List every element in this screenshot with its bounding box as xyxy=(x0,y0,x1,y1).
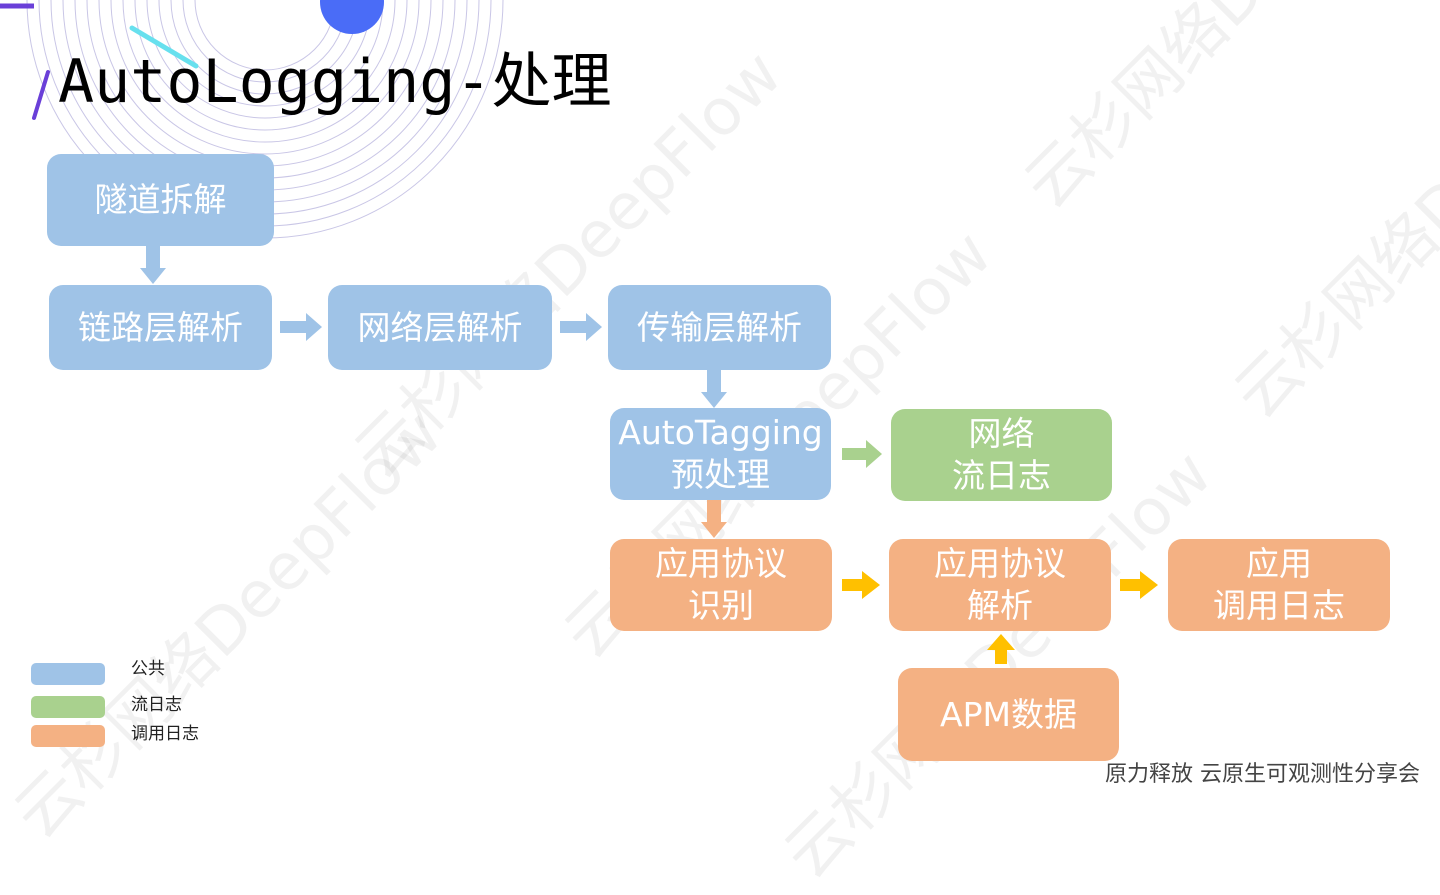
arrow-network-to-transport xyxy=(560,313,602,341)
slide-title: AutoLogging-处理 xyxy=(58,47,612,117)
footer-text: 原力释放 云原生可观测性分享会 xyxy=(1105,762,1420,787)
box-app-protocol-identify: 应用协议 识别 xyxy=(610,539,832,631)
legend-swatch-flow-log xyxy=(31,696,105,718)
legend-label-common: 公共 xyxy=(131,659,165,679)
arrow-proto-detect-to-parse xyxy=(842,571,880,599)
purple-stroke xyxy=(32,70,50,120)
arrow-apm-to-proto-parse xyxy=(987,634,1015,664)
box-network-flow-log: 网络 流日志 xyxy=(891,409,1112,501)
arrow-proto-parse-to-app-log xyxy=(1120,571,1158,599)
blue-circle xyxy=(320,0,384,34)
box-app-protocol-parse: 应用协议 解析 xyxy=(889,539,1111,631)
legend-swatch-call-log xyxy=(31,725,105,747)
legend-swatch-common xyxy=(31,663,105,685)
arrow-tunnel-to-link xyxy=(140,246,166,284)
box-link-layer-parse: 链路层解析 xyxy=(49,285,272,370)
legend-label-flow-log: 流日志 xyxy=(131,695,182,715)
flow-arrows xyxy=(140,246,1158,664)
legend-label-call-log: 调用日志 xyxy=(131,724,199,744)
box-app-call-log: 应用 调用日志 xyxy=(1168,539,1390,631)
cyan-stroke xyxy=(129,25,199,69)
box-tunnel-decap: 隧道拆解 xyxy=(47,154,274,246)
box-transport-layer-parse: 传输层解析 xyxy=(608,285,831,370)
box-apm-data: APM数据 xyxy=(898,668,1119,761)
box-network-layer-parse: 网络层解析 xyxy=(328,285,552,370)
arrow-link-to-network xyxy=(280,313,322,341)
arrow-transport-to-autotagging xyxy=(701,370,727,408)
arrow-autotagging-to-netflow xyxy=(842,440,882,468)
arrow-autotagging-to-proto-detect xyxy=(701,500,727,538)
box-autotagging-preprocess: AutoTagging 预处理 xyxy=(610,408,831,500)
